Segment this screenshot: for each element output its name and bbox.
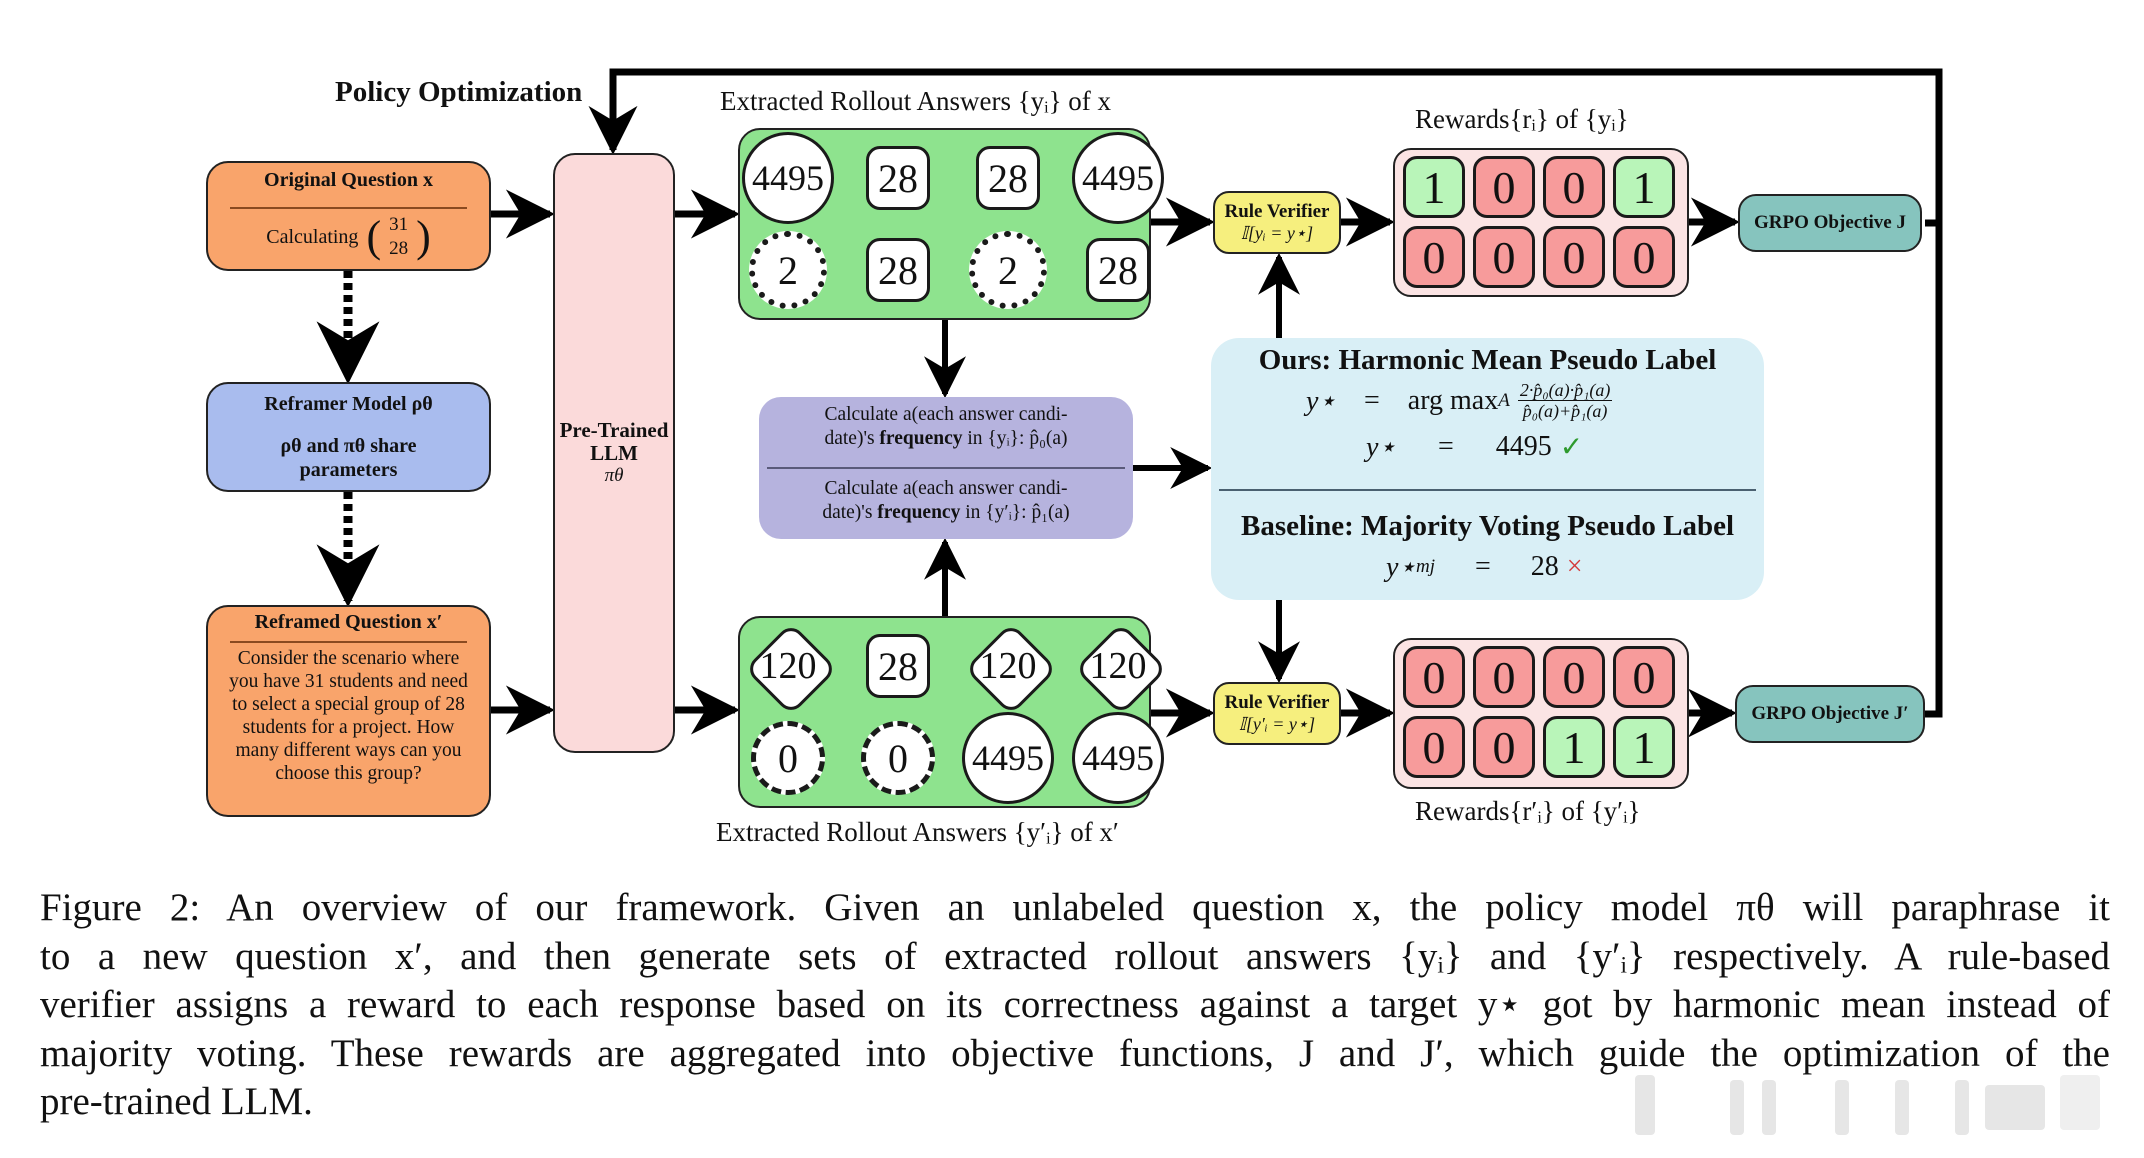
rule-verifier-bottom: Rule Verifier 𝕀[y′ᵢ = y⋆] — [1213, 682, 1341, 745]
reward-cell: 1 — [1543, 716, 1605, 778]
reframed-question-title: Reframed Question x′ — [254, 611, 443, 633]
llm-line1: Pre-Trained — [559, 418, 669, 442]
harmonic-result: y⋆ = 4495 ✓ — [1366, 431, 1584, 463]
reframer-model-box: Reframer Model ρθ ρθ and πθ share parame… — [206, 382, 491, 492]
caption-line: to a new question x′, and then generate … — [40, 934, 2110, 978]
ours-title: Ours: Harmonic Mean Pseudo Label — [1258, 344, 1717, 376]
rollout-answer-square: 28 — [866, 634, 930, 698]
policy-loop-line — [588, 68, 1943, 227]
rollout-answer-diamond: 120 — [748, 634, 828, 698]
caption-line: majority voting. These rewards are aggre… — [40, 1031, 2110, 1075]
reward-cell: 0 — [1403, 646, 1465, 708]
rollout-answer-circle: 4495 — [1072, 132, 1164, 224]
figure-caption: Figure 2: An overview of our framework. … — [40, 884, 2110, 1127]
rollout-answer-diamond: 120 — [1078, 634, 1158, 698]
original-question-box: Original Question x Calculating ( 31 28 … — [206, 161, 491, 271]
rollout-answer-star: 2 — [969, 231, 1047, 309]
rewards-top-label: Rewards{rᵢ} of {yᵢ} — [1415, 104, 1629, 134]
reframer-body: ρθ and πθ share parameters — [280, 434, 417, 481]
reward-cell: 1 — [1613, 156, 1675, 218]
reward-cell: 0 — [1473, 226, 1535, 288]
binom-bottom: 28 — [389, 238, 409, 259]
reward-cell: 0 — [1403, 226, 1465, 288]
rollouts-bottom-label: Extracted Rollout Answers {y′ᵢ} of x′ — [716, 817, 1119, 847]
reward-cell: 0 — [1543, 156, 1605, 218]
baseline-result: y⋆mj = 28 × — [1386, 551, 1583, 583]
policy-optimization-title: Policy Optimization — [335, 76, 583, 108]
reframed-question-body: Consider the scenario where you have 31 … — [229, 648, 468, 784]
frequency-box: Calculate a(each answer candi- date)'s f… — [759, 397, 1133, 539]
rollout-answer-circle: 4495 — [742, 132, 834, 224]
rollouts-top-label: Extracted Rollout Answers {yᵢ} of x — [720, 86, 1112, 116]
frequency-top-text: Calculate a(each answer candi- date)'s f… — [824, 404, 1068, 449]
reward-cell: 1 — [1613, 716, 1675, 778]
rollout-answer-gear: 0 — [751, 721, 825, 795]
reward-cell: 0 — [1613, 646, 1675, 708]
grpo-objective-bottom: GRPO Objective J′ — [1735, 685, 1925, 743]
rollout-answer-gear: 0 — [861, 721, 935, 795]
binom-top: 31 — [389, 214, 409, 235]
reward-cell: 0 — [1543, 646, 1605, 708]
reframed-question-box: Reframed Question x′ Consider the scenar… — [206, 605, 491, 817]
reward-cell: 1 — [1403, 156, 1465, 218]
reframer-title: Reframer Model ρθ — [264, 392, 433, 415]
llm-symbol: πθ — [604, 465, 624, 486]
reward-cell: 0 — [1403, 716, 1465, 778]
baseline-title: Baseline: Majority Voting Pseudo Label — [1240, 510, 1734, 542]
reward-cell: 0 — [1473, 716, 1535, 778]
rollout-answer-square: 28 — [1086, 238, 1150, 302]
caption-line: pre-trained LLM. — [40, 1080, 313, 1123]
frequency-bottom-text: Calculate a(each answer candi- date)'s f… — [822, 478, 1070, 523]
rollout-answer-star: 2 — [749, 231, 827, 309]
original-question-body: Calculating — [266, 225, 359, 248]
rollout-answer-diamond: 120 — [968, 634, 1048, 698]
rewards-bottom-label: Rewards{r′ᵢ} of {y′ᵢ} — [1415, 796, 1641, 826]
pretrained-llm-box: Pre-Trained LLM πθ — [553, 153, 675, 753]
rollout-answer-square: 28 — [866, 238, 930, 302]
original-question-title: Original Question x — [264, 169, 433, 191]
rule-verifier-top: Rule Verifier 𝕀[yᵢ = y⋆] — [1213, 191, 1341, 254]
rollout-answer-circle: 4495 — [962, 712, 1054, 804]
rollout-answer-square: 28 — [976, 146, 1040, 210]
reward-cell: 0 — [1473, 156, 1535, 218]
rollout-answer-square: 28 — [866, 146, 930, 210]
cross-icon: × — [1566, 551, 1583, 582]
caption-line: verifier assigns a reward to each respon… — [40, 983, 2110, 1026]
pseudo-label-box: Ours: Harmonic Mean Pseudo Label y⋆ = ar… — [1211, 338, 1764, 600]
grpo-objective-top: GRPO Objective J — [1738, 194, 1922, 252]
reward-cell: 0 — [1613, 226, 1675, 288]
caption-line: Figure 2: An overview of our framework. … — [40, 886, 2110, 929]
check-icon: ✓ — [1559, 432, 1584, 463]
policy-loop-line-bottom — [1925, 223, 1943, 718]
llm-line2: LLM — [590, 441, 638, 465]
rollout-answer-circle: 4495 — [1072, 712, 1164, 804]
reward-cell: 0 — [1543, 226, 1605, 288]
reward-cell: 0 — [1473, 646, 1535, 708]
